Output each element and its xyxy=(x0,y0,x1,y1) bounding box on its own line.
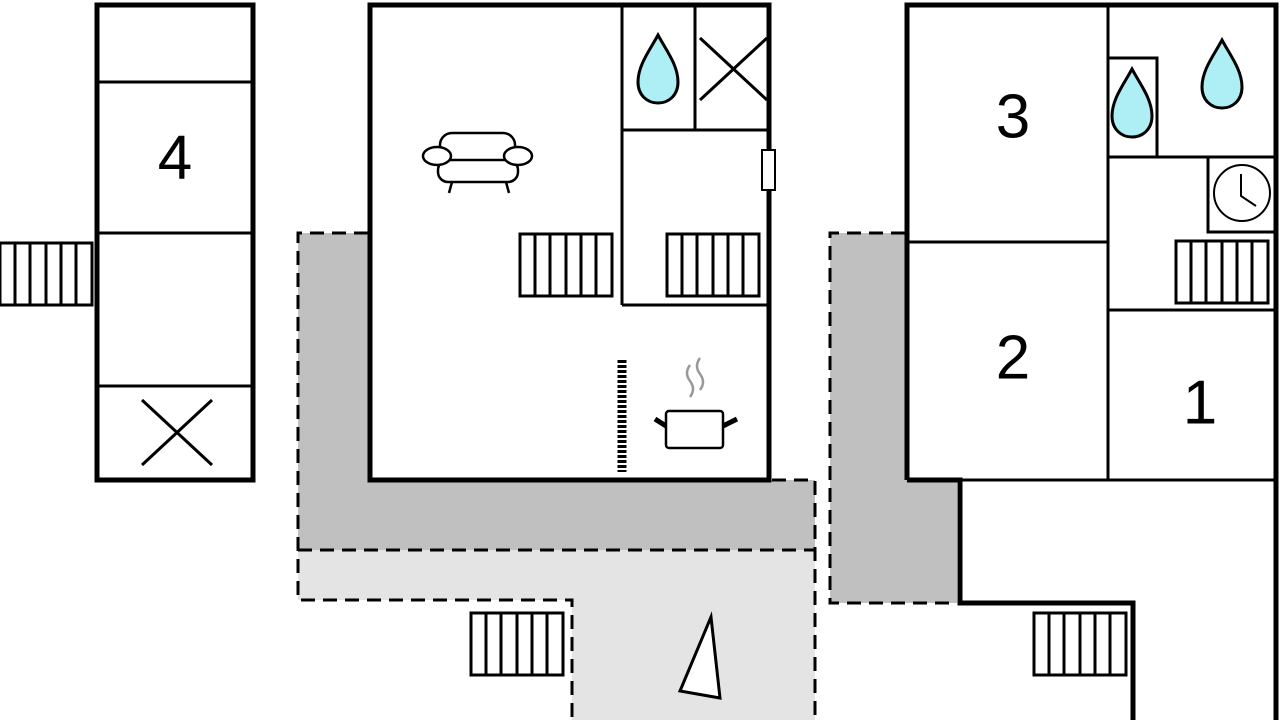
direction-triangle-icon xyxy=(677,611,722,700)
stairs-icon xyxy=(665,232,761,298)
stairs-icon xyxy=(1032,611,1128,677)
annex-building: 4 xyxy=(0,2,256,483)
room-label-3: 3 xyxy=(996,83,1030,152)
right-building: 3 2 1 xyxy=(904,2,1279,720)
sofa-icon xyxy=(421,131,534,194)
closet-icon xyxy=(698,36,769,102)
water-drop-icon xyxy=(636,33,680,105)
clock-icon xyxy=(1213,164,1271,222)
main-building xyxy=(367,2,776,483)
stairs-icon xyxy=(469,611,565,677)
terrace-covered xyxy=(298,233,815,550)
room-label-4: 4 xyxy=(158,124,192,193)
stove-icon xyxy=(653,357,739,450)
stairs-icon xyxy=(1174,239,1270,305)
window-icon xyxy=(761,149,776,191)
room-label-2: 2 xyxy=(996,324,1030,393)
terrace-right xyxy=(828,231,957,605)
room-label-1: 1 xyxy=(1183,369,1217,438)
stairs-icon xyxy=(518,232,614,298)
stairs-icon xyxy=(0,241,94,307)
closet-icon xyxy=(140,398,214,467)
